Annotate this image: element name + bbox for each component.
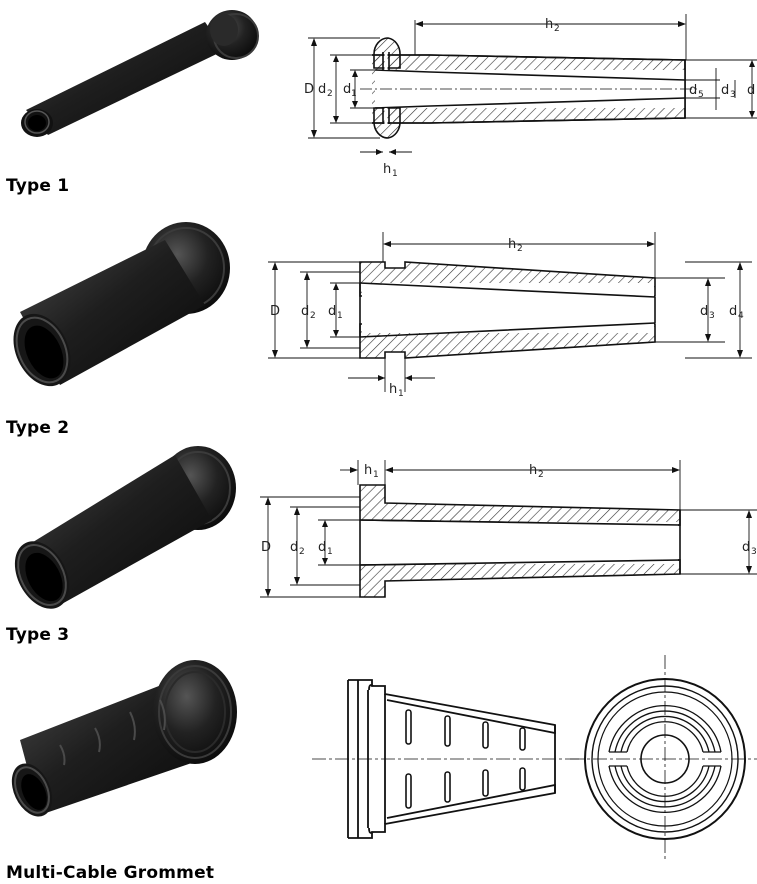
type2-dim-d3-sub: 3 — [709, 311, 715, 321]
type2-dim-d1-sub: 1 — [337, 311, 343, 321]
type1-dim-labels: D d 2 d 1 h 2 h 1 d 5 d 3 d — [304, 17, 755, 179]
type3-dim-d1-sub: 1 — [327, 547, 333, 557]
type3-dim-h1-sub: 1 — [373, 470, 379, 480]
type2-dim-h1: h — [389, 382, 397, 397]
type3-dim-D: D — [261, 540, 271, 555]
multi-cable-photo — [11, 660, 237, 817]
type1-dim-h2-sub: 2 — [554, 24, 560, 34]
type3-dim-d1: d — [318, 540, 326, 555]
type2-dim-d4-sub: 4 — [738, 311, 744, 321]
type1-dim-h1: h — [383, 162, 391, 177]
type3-dim-d3-sub: 3 — [751, 547, 757, 557]
multi-cable-side-drawing — [312, 679, 580, 839]
type2-dim-h2-sub: 2 — [517, 244, 523, 254]
type2-dim-h1-sub: 1 — [398, 389, 404, 399]
type3-dim-h2-sub: 2 — [538, 470, 544, 480]
type3-dim-h2: h — [529, 463, 537, 478]
type2-dim-d4: d — [729, 304, 737, 319]
multi-cable-label: Multi-Cable Grommet — [6, 863, 214, 883]
type3-photo — [14, 446, 236, 609]
type1-dim-d3-sub: 3 — [730, 90, 736, 100]
type2-label: Type 2 — [6, 418, 69, 438]
type1-dim-d3: d — [721, 83, 729, 98]
type1-dim-d5-sub: 5 — [698, 90, 704, 100]
multi-cable-front-drawing — [570, 655, 757, 860]
type1-dim-d5: d — [689, 83, 697, 98]
type1-dim-d1: d — [343, 82, 351, 97]
type1-dim-D: D — [304, 82, 314, 97]
type1-label: Type 1 — [6, 176, 69, 196]
type2-dim-d3: d — [700, 304, 708, 319]
type3-label: Type 3 — [6, 625, 69, 645]
type3-dim-h1: h — [364, 463, 372, 478]
type1-dim-d2-sub: 2 — [327, 89, 333, 99]
type1-dim-d2: d — [318, 82, 326, 97]
type2-dim-d1: d — [328, 304, 336, 319]
type2-photo — [13, 222, 230, 387]
type2-dim-D: D — [270, 304, 280, 319]
type2-dim-d2: d — [301, 304, 309, 319]
type1-dim-d4: d — [747, 83, 755, 98]
type1-dim-h2: h — [545, 17, 553, 32]
type2-dim-d2-sub: 2 — [310, 311, 316, 321]
type2-dim-labels: D d 2 d 1 h 2 h 1 d 3 d 4 — [270, 237, 744, 399]
type1-drawing — [308, 14, 757, 155]
type2-drawing — [268, 232, 752, 392]
type3-dim-labels: D d 2 d 1 h 1 h 2 d 3 — [261, 463, 757, 557]
type1-dim-d1-sub: 1 — [351, 89, 357, 99]
type3-drawing — [260, 460, 757, 598]
type3-dim-d2-sub: 2 — [299, 547, 305, 557]
type3-dim-d3: d — [742, 540, 750, 555]
type1-dim-h1-sub: 1 — [392, 169, 398, 179]
type2-dim-h2: h — [508, 237, 516, 252]
type1-photo — [21, 10, 259, 137]
type3-dim-d2: d — [290, 540, 298, 555]
